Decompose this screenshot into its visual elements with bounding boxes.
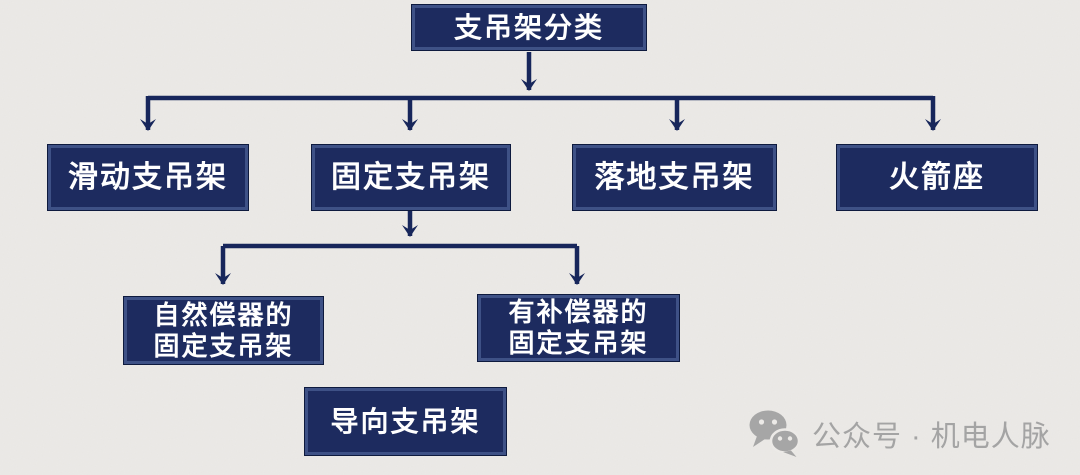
node-label-line1: 自然偿器的: [153, 299, 294, 330]
node-rocket-base: 火箭座: [837, 145, 1037, 210]
node-label: 支吊架分类: [453, 11, 604, 43]
node-support-hanger-classification: 支吊架分类: [412, 5, 646, 50]
node-label-line2: 固定支吊架: [508, 328, 649, 358]
watermark-label: 公众号 · 机电人脉: [812, 421, 1051, 453]
node-sliding-support-hanger: 滑动支吊架: [48, 145, 248, 210]
node-label: 滑动支吊架: [68, 160, 228, 194]
node-floor-standing-support-hanger: 落地支吊架: [573, 145, 776, 210]
node-with-compensator-fixed-hanger: 有补偿器的 固定支吊架: [478, 295, 679, 361]
wechat-icon: [748, 410, 802, 458]
node-label-line2: 固定支吊架: [153, 330, 294, 361]
node-natural-compensator-fixed-hanger: 自然偿器的 固定支吊架: [124, 297, 323, 364]
node-label: 导向支吊架: [330, 405, 481, 437]
node-label: 固定支吊架: [331, 160, 491, 194]
node-label: 火箭座: [889, 160, 985, 194]
node-label-line1: 有补偿器的: [508, 297, 649, 328]
node-label: 落地支吊架: [594, 160, 755, 194]
node-guide-support-hanger: 导向支吊架: [305, 388, 506, 455]
node-fixed-support-hanger: 固定支吊架: [312, 145, 510, 210]
watermark: 公众号 · 机电人脉: [748, 410, 1051, 458]
